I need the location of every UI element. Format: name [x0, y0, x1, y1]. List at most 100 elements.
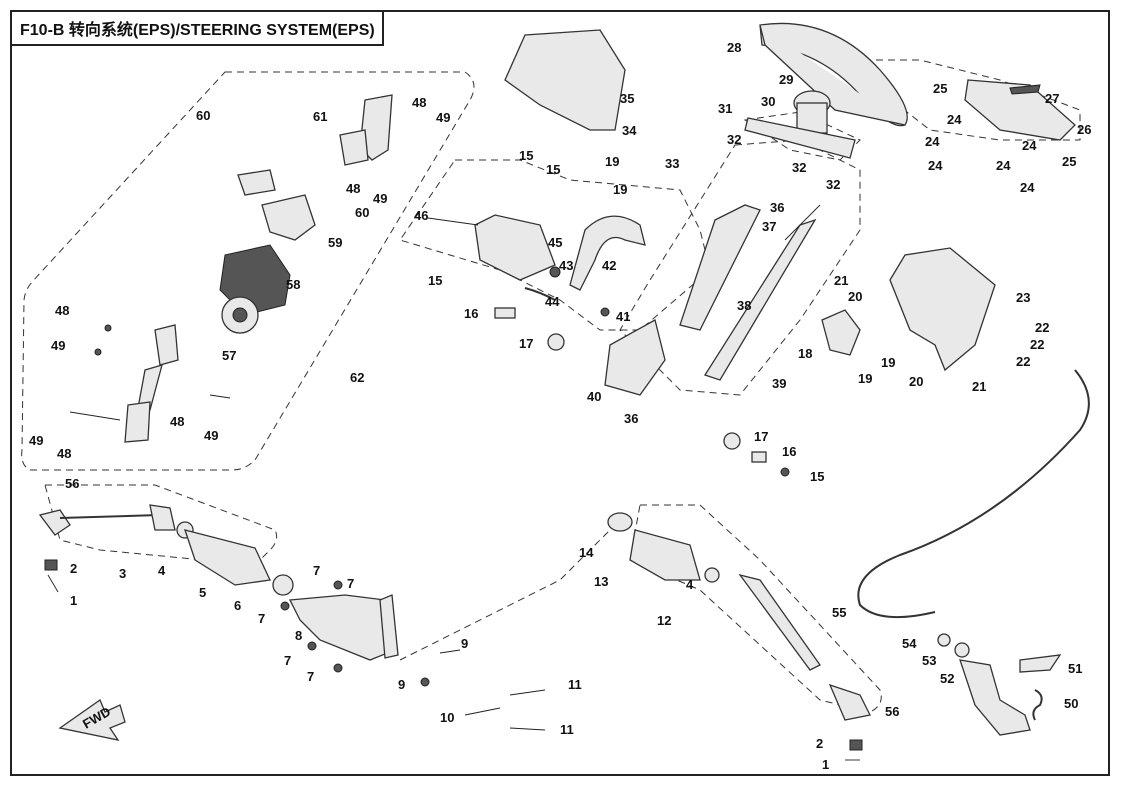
callout-c45: 45 — [548, 235, 562, 250]
callout-c36b: 36 — [770, 200, 784, 215]
callout-c39: 39 — [772, 376, 786, 391]
callout-c7b: 7 — [347, 576, 354, 591]
callout-c60b: 60 — [355, 205, 369, 220]
callout-c24d: 24 — [928, 158, 943, 173]
callout-c46: 46 — [414, 208, 428, 223]
callout-c4b: 4 — [686, 577, 694, 592]
callout-c48d: 48 — [170, 414, 184, 429]
callout-c49a: 49 — [436, 110, 450, 125]
callout-c21a: 21 — [834, 273, 848, 288]
callout-c32c: 32 — [826, 177, 840, 192]
callout-c35: 35 — [620, 91, 634, 106]
callout-c26: 26 — [1077, 122, 1091, 137]
callout-c50: 50 — [1064, 696, 1078, 711]
throttle-cable — [857, 369, 1090, 619]
callout-c7c: 7 — [258, 611, 265, 626]
left-tie-rod-assembly — [38, 504, 294, 596]
callout-c32b: 32 — [792, 160, 806, 175]
callout-c2a: 2 — [70, 561, 77, 576]
forward-direction-arrow: FWD — [58, 699, 126, 741]
callout-c15d: 15 — [810, 469, 824, 484]
callout-c18: 18 — [798, 346, 812, 361]
callout-c21b: 21 — [972, 379, 986, 394]
callout-c16a: 16 — [464, 306, 478, 321]
callout-c58: 58 — [286, 277, 300, 292]
callout-c3: 3 — [119, 566, 126, 581]
callout-c2b: 2 — [816, 736, 823, 751]
callout-c56b: 56 — [885, 704, 899, 719]
group-outline-steering-column — [619, 139, 861, 396]
callout-c51: 51 — [1068, 661, 1082, 676]
callout-c22c: 22 — [1016, 354, 1030, 369]
callout-c62: 62 — [350, 370, 364, 385]
callout-c24e: 24 — [996, 158, 1011, 173]
callout-c41: 41 — [616, 309, 630, 324]
callout-c32a: 32 — [727, 132, 741, 147]
callout-c42: 42 — [602, 258, 616, 273]
callout-c17a: 17 — [519, 336, 533, 351]
callout-c24c: 24 — [1022, 138, 1037, 153]
callout-c15c: 15 — [428, 273, 442, 288]
callout-c44: 44 — [545, 294, 560, 309]
callout-c27: 27 — [1045, 91, 1059, 106]
callout-c54: 54 — [902, 636, 917, 651]
callout-c56a: 56 — [65, 476, 79, 491]
callout-c38: 38 — [737, 298, 751, 313]
right-tie-rod-assembly — [607, 512, 871, 761]
group-outline-rack-link — [399, 519, 621, 661]
callout-c19a: 19 — [605, 154, 619, 169]
callout-c49b: 49 — [373, 191, 387, 206]
callout-c16b: 16 — [782, 444, 796, 459]
callout-c37: 37 — [762, 219, 776, 234]
callout-c7a: 7 — [313, 563, 320, 578]
callout-c48c: 48 — [55, 303, 69, 318]
callout-c9a: 9 — [461, 636, 468, 651]
callout-c6: 6 — [234, 598, 241, 613]
callout-c23: 23 — [1016, 290, 1030, 305]
callout-c19c: 19 — [881, 355, 895, 370]
callout-c22a: 22 — [1035, 320, 1049, 335]
callout-c31: 31 — [718, 101, 732, 116]
callout-c36a: 36 — [624, 411, 638, 426]
callout-c13: 13 — [594, 574, 608, 589]
callout-c15a: 15 — [519, 148, 533, 163]
callout-c25b: 25 — [1062, 154, 1076, 169]
intermediate-shaft-assembly — [69, 94, 393, 443]
callout-c19d: 19 — [858, 371, 872, 386]
diagram-title-text: F10-B 转向系统(EPS)/STEERING SYSTEM(EPS) — [20, 22, 375, 39]
group-outline-12 — [629, 504, 882, 713]
callout-c7e: 7 — [307, 669, 314, 684]
callout-c22b: 22 — [1030, 337, 1044, 352]
steering-gear-assembly — [280, 580, 546, 731]
group-outline-39 — [399, 159, 711, 331]
callout-c7d: 7 — [284, 653, 291, 668]
callout-c1a: 1 — [70, 593, 77, 608]
callout-c49c: 49 — [51, 338, 65, 353]
callout-c60: 60 — [196, 108, 210, 123]
callout-c8: 8 — [295, 628, 302, 643]
callout-c30: 30 — [761, 94, 775, 109]
callout-c14: 14 — [579, 545, 594, 560]
callout-c29: 29 — [779, 72, 793, 87]
callout-c24b: 24 — [925, 134, 940, 149]
callout-c48e: 48 — [57, 446, 71, 461]
callout-c57: 57 — [222, 348, 236, 363]
callout-c34: 34 — [622, 123, 637, 138]
diagram-title: F10-B 转向系统(EPS)/STEERING SYSTEM(EPS) — [10, 10, 384, 46]
callout-c10: 10 — [440, 710, 454, 725]
callout-c33: 33 — [665, 156, 679, 171]
callout-c48b: 48 — [346, 181, 360, 196]
callout-c11a: 11 — [568, 677, 582, 692]
callout-c24a: 24 — [947, 112, 962, 127]
callout-c20a: 20 — [848, 289, 862, 304]
callout-c53: 53 — [922, 653, 936, 668]
callout-c59: 59 — [328, 235, 342, 250]
callout-c55: 55 — [832, 605, 846, 620]
callout-c4a: 4 — [158, 563, 166, 578]
callout-c48a: 48 — [412, 95, 426, 110]
callout-c52: 52 — [940, 671, 954, 686]
accelerator-pedal-assembly — [937, 633, 1062, 736]
callout-c11b: 11 — [560, 722, 574, 737]
